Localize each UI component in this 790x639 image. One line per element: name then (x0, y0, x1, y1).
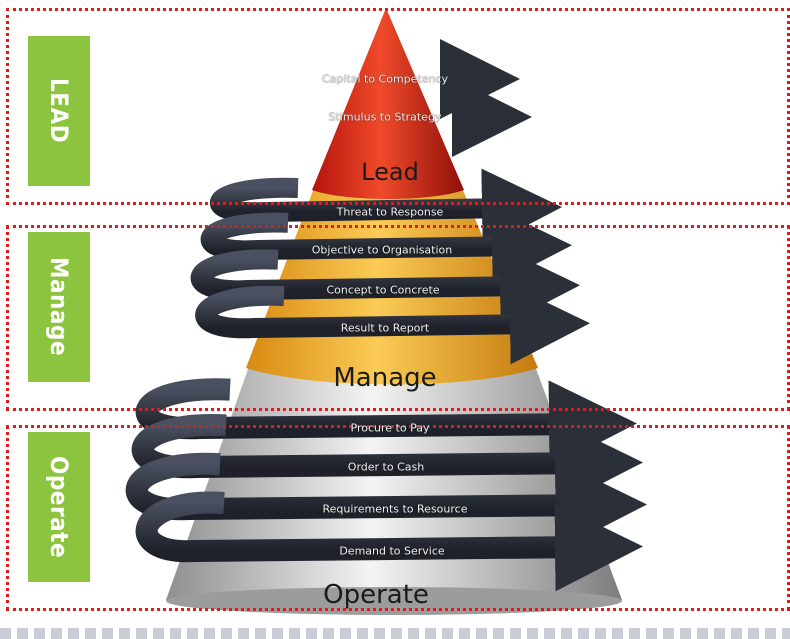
tab-lead-label: LEAD (45, 78, 73, 144)
tab-manage-label: Manage (45, 257, 73, 357)
tab-operate: Operate (28, 432, 90, 582)
process-stimulus-to-strategy: Stimulus to Strategy (328, 110, 442, 124)
tab-manage: Manage (28, 232, 90, 382)
process-requirements-to-resource: Requirements to Resource (322, 502, 468, 516)
spiral-arrow (135, 491, 643, 592)
process-objective-to-organisation: Objective to Organisation (311, 243, 453, 257)
lead-label: Lead (361, 158, 419, 186)
spiral-arrow (210, 168, 562, 249)
process-threat-to-response: Threat to Response (336, 205, 444, 219)
process-concept-to-concrete: Concept to Concrete (326, 283, 440, 297)
manage-label: Manage (333, 363, 437, 393)
lead-tier (312, 8, 464, 199)
process-capital-to-competency: Capital to Competency (321, 72, 449, 86)
operate-label: Operate (323, 580, 429, 610)
tab-operate-label: Operate (45, 455, 73, 559)
process-order-to-cash: Order to Cash (347, 460, 425, 474)
lead-section-box (6, 8, 790, 205)
spiral-arrow (195, 284, 590, 365)
process-demand-to-service: Demand to Service (339, 544, 445, 558)
process-result-to-report: Result to Report (340, 321, 430, 335)
operate-section-box (6, 425, 790, 611)
manage-section-box (6, 225, 790, 411)
tab-lead: LEAD (28, 36, 90, 186)
bottom-dashed-divider (0, 628, 790, 639)
process-procure-to-pay: Procure to Pay (350, 421, 430, 435)
